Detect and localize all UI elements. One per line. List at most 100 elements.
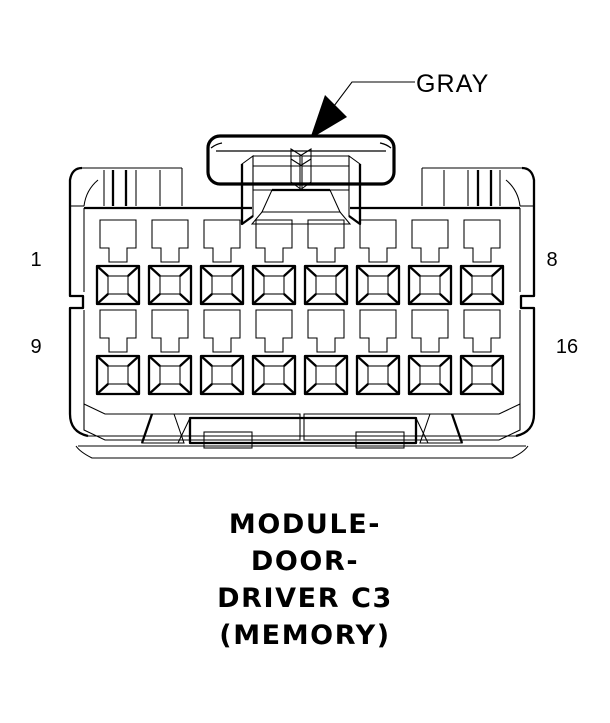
bottom-window-right	[355, 431, 405, 449]
cavity-socket-inner	[315, 365, 337, 385]
callout-label-gray: GRAY	[416, 70, 489, 98]
body-corner-bottom-right	[515, 413, 536, 438]
latch-block-right-side	[290, 148, 303, 191]
cavity-socket-inner	[471, 275, 493, 295]
ledge-right-block	[303, 403, 521, 441]
cavity-grid	[95, 219, 505, 396]
cavity-socket-inner	[211, 365, 233, 385]
connector-top-latch-group	[206, 134, 396, 226]
cavity-tab-slot	[411, 309, 449, 353]
cavity-tab-slot	[307, 219, 345, 263]
latch-lock-tab-3d	[240, 148, 362, 226]
latch-tongue-bevel	[250, 211, 352, 225]
cavity-tab-slot	[307, 309, 345, 353]
cavity-socket-inner	[107, 275, 129, 295]
latch-cap-seam-left	[210, 142, 223, 149]
cavity-tab-slot	[255, 309, 293, 353]
cavity-tab-slot	[151, 219, 189, 263]
cavity-socket-outer	[251, 354, 297, 396]
cavity-pin-9	[95, 309, 141, 396]
latch-post-left-edge	[240, 164, 254, 226]
cavity-pin-6	[355, 219, 401, 306]
bottom-lock-tab-left	[141, 413, 185, 444]
shoulder-left-round	[68, 166, 83, 206]
cavity-socket-outer	[459, 354, 505, 396]
latch-cap-seam-right	[379, 142, 392, 149]
cavity-socket-inner	[367, 365, 389, 385]
cavity-socket-bevels	[408, 355, 452, 395]
connector-caption: MODULE- DOOR- DRIVER C3 (MEMORY)	[217, 509, 393, 651]
cavity-pin-2	[147, 219, 193, 306]
cavity-socket-outer	[251, 264, 297, 306]
cavity-socket-bevels	[148, 265, 192, 305]
cavity-tab-slot	[411, 219, 449, 263]
cavity-pin-16	[459, 309, 505, 396]
cavity-socket-inner	[471, 365, 493, 385]
cavity-socket-bevels	[252, 265, 296, 305]
cavity-socket-bevels	[96, 355, 140, 395]
cavity-row-2	[95, 309, 505, 396]
center-rail-bevels	[177, 417, 429, 444]
cavity-socket-outer	[355, 354, 401, 396]
cavity-socket-inner	[419, 275, 441, 295]
cavity-socket-bevels	[200, 265, 244, 305]
cavity-socket-inner	[159, 365, 181, 385]
pin-label-top-right: 8	[546, 249, 557, 271]
cavity-socket-outer	[303, 354, 349, 396]
cavity-tab-slot	[463, 309, 501, 353]
bottom-window-left	[203, 431, 253, 449]
cavity-socket-bevels	[460, 355, 504, 395]
cavity-socket-outer	[199, 264, 245, 306]
cavity-socket-inner	[107, 365, 129, 385]
pin-label-bottom-right: 16	[556, 336, 578, 358]
cavity-tab-slot	[463, 219, 501, 263]
caption-line-2: DOOR-	[251, 546, 359, 577]
pin-label-bottom-left: 9	[30, 336, 41, 358]
ledge-left-block	[83, 403, 301, 441]
cavity-socket-outer	[95, 264, 141, 306]
cavity-socket-outer	[459, 264, 505, 306]
cavity-pin-7	[407, 219, 453, 306]
cavity-socket-inner	[263, 275, 285, 295]
callout-arrowhead-icon	[310, 95, 347, 139]
cavity-tab-slot	[99, 219, 137, 263]
shoulder-right-round	[521, 166, 536, 206]
cavity-socket-bevels	[408, 265, 452, 305]
cavity-socket-bevels	[356, 355, 400, 395]
cavity-socket-bevels	[304, 355, 348, 395]
cavity-pin-10	[147, 309, 193, 396]
connector-bottom-group	[68, 403, 536, 459]
cavity-socket-outer	[147, 264, 193, 306]
bottom-lock-tab-left-edge	[140, 413, 154, 444]
cavity-tab-slot	[151, 309, 189, 353]
cavity-socket-inner	[159, 275, 181, 295]
cavity-pin-15	[407, 309, 453, 396]
cavity-tab-slot	[99, 309, 137, 353]
cavity-socket-inner	[315, 275, 337, 295]
cavity-tab-slot	[359, 219, 397, 263]
center-rail-top	[188, 416, 418, 445]
cavity-socket-outer	[147, 354, 193, 396]
body-wall-right	[519, 206, 536, 414]
cavity-socket-inner	[211, 275, 233, 295]
cavity-pin-14	[355, 309, 401, 396]
cavity-socket-outer	[95, 354, 141, 396]
shoulder-right-fillet	[505, 179, 521, 207]
cavity-pin-1	[95, 219, 141, 306]
cavity-socket-inner	[263, 365, 285, 385]
connector-body-outline	[68, 206, 536, 414]
pin-number-labels: 1 8 9 16	[30, 249, 578, 358]
cavity-socket-bevels	[200, 355, 244, 395]
shoulder-left-fillet	[83, 179, 99, 207]
cavity-pin-8	[459, 219, 505, 306]
cavity-pin-5	[303, 219, 349, 306]
cavity-tab-slot	[255, 219, 293, 263]
cavity-socket-bevels	[252, 355, 296, 395]
cavity-socket-inner	[367, 275, 389, 295]
cavity-row-1	[95, 219, 505, 306]
cavity-tab-slot	[203, 309, 241, 353]
caption-line-3: DRIVER C3	[217, 583, 393, 614]
callout-leader-line	[330, 81, 415, 111]
cavity-pin-12	[251, 309, 297, 396]
